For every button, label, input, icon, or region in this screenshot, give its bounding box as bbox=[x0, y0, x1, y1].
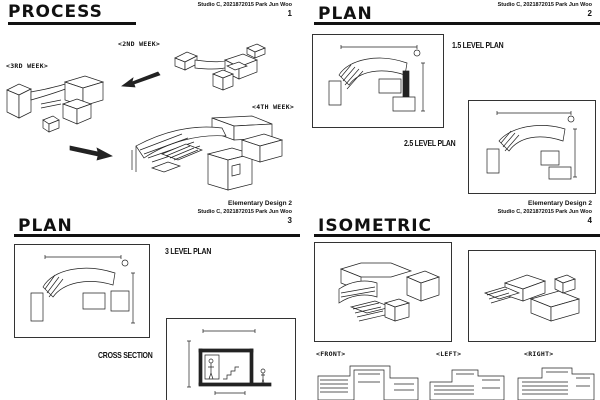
panel-title: PLAN bbox=[18, 216, 73, 236]
title-rule bbox=[314, 234, 600, 237]
plan-2-5-level bbox=[486, 111, 577, 180]
panel-title: PLAN bbox=[318, 4, 373, 24]
page-number: 4 bbox=[587, 216, 592, 226]
sheet-meta: Studio C, 2021872015 Park Jun Woo 1 bbox=[198, 2, 292, 20]
label-right: <RIGHT> bbox=[524, 350, 554, 358]
label-left: <LEFT> bbox=[436, 350, 462, 358]
label-2-5-level-plan: 2.5 LEVEL PLAN bbox=[404, 138, 456, 148]
elevation-front bbox=[317, 365, 419, 400]
label-4th-week: <4TH WEEK> bbox=[252, 103, 295, 111]
sheet-meta: Studio C, 2021872015 Park Jun Woo 2 bbox=[498, 2, 592, 20]
arrow-icon bbox=[121, 71, 161, 88]
label-3-level-plan: 3 LEVEL PLAN bbox=[165, 246, 212, 256]
sheet-meta: Elementary Design 2 Studio C, 2021872015… bbox=[198, 200, 292, 227]
drawing-sheet-cross-section bbox=[166, 318, 296, 400]
panel-plan-2: Elementary Design 2 Studio C, 2021872015… bbox=[0, 200, 300, 400]
model-3rd-week bbox=[6, 75, 105, 133]
page-number: 2 bbox=[587, 9, 592, 19]
isometric-drawing-1 bbox=[338, 262, 440, 322]
plan-1-5-level bbox=[328, 45, 425, 112]
panel-process: PROCESS Studio C, 2021872015 Park Jun Wo… bbox=[0, 0, 300, 200]
arrow-icon bbox=[69, 145, 113, 161]
drawing-sheet-isometric-1 bbox=[314, 242, 452, 342]
studio-text: Studio C, 2021872015 Park Jun Woo bbox=[197, 208, 292, 215]
studio-text: Studio C, 2021872015 Park Jun Woo bbox=[497, 2, 592, 8]
plan-3-level bbox=[30, 255, 135, 324]
drawing-sheet-1-5-level bbox=[312, 34, 444, 128]
elevation-right bbox=[517, 367, 595, 400]
course-text: Elementary Design 2 bbox=[228, 200, 292, 207]
cross-section-drawing bbox=[187, 329, 272, 395]
model-2nd-week bbox=[174, 43, 266, 91]
title-rule bbox=[14, 234, 300, 237]
title-rule bbox=[8, 22, 136, 25]
label-front: <FRONT> bbox=[316, 350, 346, 358]
model-4th-week bbox=[131, 115, 284, 191]
sheet-meta: Elementary Design 2 Studio C, 2021872015… bbox=[498, 200, 592, 227]
course-text: Elementary Design 2 bbox=[528, 200, 592, 207]
label-1-5-level-plan: 1.5 LEVEL PLAN bbox=[452, 40, 504, 50]
drawing-sheet-isometric-2 bbox=[468, 250, 596, 342]
drawing-sheet-2-5-level bbox=[468, 100, 596, 194]
panel-plan-1: PLAN Studio C, 2021872015 Park Jun Woo 2… bbox=[300, 0, 600, 200]
panel-isometric: Elementary Design 2 Studio C, 2021872015… bbox=[300, 200, 600, 400]
elevation-left bbox=[429, 369, 505, 400]
studio-text: Studio C, 2021872015 Park Jun Woo bbox=[197, 2, 292, 8]
label-cross-section: CROSS SECTION bbox=[98, 350, 153, 360]
studio-text: Studio C, 2021872015 Park Jun Woo bbox=[497, 208, 592, 215]
page-number: 3 bbox=[287, 216, 292, 226]
title-rule bbox=[314, 22, 600, 25]
panel-title: ISOMETRIC bbox=[318, 216, 433, 236]
label-3rd-week: <3RD WEEK> bbox=[6, 62, 49, 70]
page-number: 1 bbox=[287, 9, 292, 19]
drawing-sheet-3-level bbox=[14, 244, 150, 338]
isometric-drawing-2 bbox=[483, 274, 581, 322]
label-2nd-week: <2ND WEEK> bbox=[118, 40, 161, 48]
panel-title: PROCESS bbox=[8, 2, 103, 22]
